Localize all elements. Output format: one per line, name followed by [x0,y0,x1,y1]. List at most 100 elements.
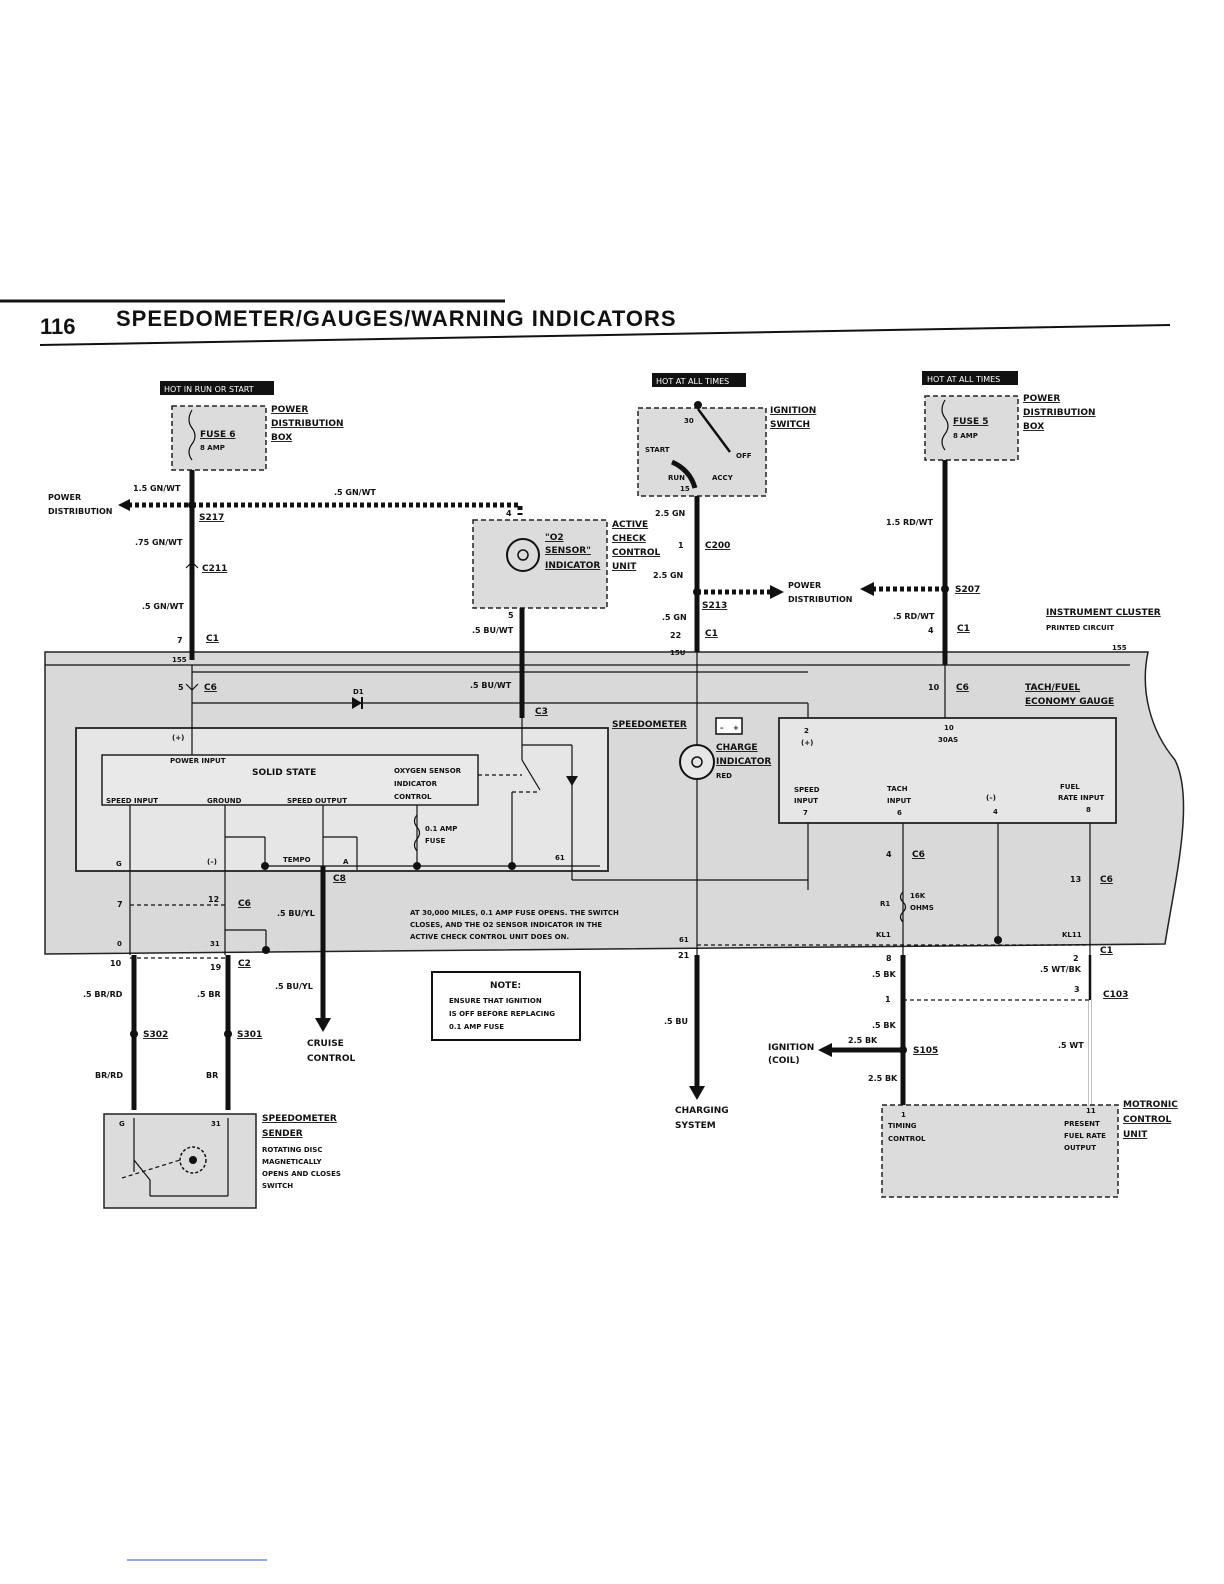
motronic-label-3: UNIT [1123,1130,1148,1140]
conn-s217: S217 [199,513,224,523]
pin-61: 61 [555,854,565,862]
pin-15u: 15U [670,649,686,657]
pin-7-c6: 7 [117,900,123,909]
tach-minus: (–) [986,794,996,802]
battery-icon-minus: – [720,724,724,732]
pin-5-acc: 5 [508,611,514,620]
timing-label-1: TIMING [888,1122,917,1130]
pin-a: A [343,858,349,866]
arrow-power-dist-left [118,499,130,511]
fuse6-label: FUSE 6 [200,430,235,440]
conn-c6-b: C6 [238,899,251,909]
speedo-plus: (+) [172,734,184,742]
wire-label-5rdwt: .5 RD/WT [893,612,935,621]
note-title: NOTE: [490,981,521,991]
present-fuel-1: PRESENT [1064,1120,1100,1128]
tag-hot-all-times-1-text: HOT AT ALL TIMES [656,377,729,386]
ign-label-1: IGNITION [770,406,816,416]
ign-15: 15 [680,485,690,493]
tach-plus: (+) [801,739,813,747]
present-fuel-3: OUTPUT [1064,1144,1096,1152]
note-line-1: ENSURE THAT IGNITION [449,997,542,1005]
wire-to-o2 [192,502,523,515]
ign-coil-label-1: IGNITION [768,1043,814,1053]
wire-label-5bu: .5 BU [664,1017,688,1026]
pdb1-line2: DISTRIBUTION [271,419,344,429]
acc-label-1: ACTIVE [612,520,648,530]
ign-label-2: SWITCH [770,420,810,430]
ignition-switch-box [637,407,767,497]
conn-c1-d: C1 [1100,946,1113,956]
active-check-box [472,519,608,609]
pin-8-c1: 8 [886,954,892,963]
conn-s213: S213 [702,601,727,611]
motronic-label-2: CONTROL [1123,1115,1172,1125]
charge-red: RED [716,772,732,780]
pin-22: 22 [670,631,681,640]
wire-label-15gnwt: 1.5 GN/WT [133,484,181,493]
o2-switch-blade [521,759,541,791]
wire-label-5wt: .5 WT [1058,1041,1084,1050]
conn-c6-e: C6 [1100,875,1113,885]
fuse01-label-2: FUSE [425,837,446,845]
wire-label-5gnwt-top: .5 GN/WT [334,488,376,497]
dot-tach-ground [994,936,1002,944]
pin-7-c1: 7 [177,636,183,645]
kl11-label: KL11 [1062,931,1082,939]
conn-c6-a: C6 [204,683,217,693]
page-title: SPEEDOMETER/GAUGES/WARNING INDICATORS [116,306,677,331]
power-dist-box-2 [924,395,1019,461]
power-dist-left-1: POWER [48,493,81,502]
wire-label-5gnwt: .5 GN/WT [142,602,184,611]
pin-0: 0 [117,940,122,948]
dot-31 [262,946,270,954]
ign-switch-blade [696,408,732,453]
power-dist-mid-2: DISTRIBUTION [788,595,853,604]
fuel-rate-2: RATE INPUT [1058,794,1105,802]
tach-speed-input-2: INPUT [794,797,818,805]
pin-10-c6: 10 [928,683,940,692]
charging-label-2: SYSTEM [675,1121,716,1131]
wire-label-5wtbk: .5 WT/BK [1040,965,1082,974]
diode-d1-label: D1 [353,688,364,696]
page-number: 116 [40,314,76,339]
rotating-disc-hub [189,1156,197,1164]
ign-coil-label-2: (COIL) [768,1056,800,1066]
speedo-sender-box [103,1113,257,1209]
wire-label-5br: .5 BR [197,990,221,999]
pin-3-c103: 3 [1074,985,1080,994]
tach-input-1: TACH [887,785,908,793]
o2-indicator-lamp [506,538,540,572]
pdb2-line3: BOX [1023,422,1044,432]
fuse-01-symbol [413,814,421,852]
cruise-label-2: CONTROL [307,1054,356,1064]
wire-label-5brrd: .5 BR/RD [83,990,123,999]
sender-desc-2: MAGNETICALLY [262,1158,323,1166]
tach-pin-10: 10 [944,724,954,732]
sender-desc-4: SWITCH [262,1182,293,1190]
pin-g: G [116,860,122,868]
solid-state-box [101,754,479,806]
r1-value-2: OHMS [910,904,934,912]
conn-c1-a: C1 [206,634,219,644]
diode-o2 [566,776,578,786]
tach-pin-7: 7 [803,809,808,817]
motronic-pin-11: 11 [1086,1107,1096,1115]
o2-label-2: SENSOR" [545,546,591,556]
ign-run-contact [670,459,698,489]
conn-c6-d: C6 [912,850,925,860]
tach-fuel-box [778,717,1117,824]
charge-lamp-inner [691,756,703,768]
tach-pin-6: 6 [897,809,902,817]
arrow-power-dist-right [770,585,784,599]
wire-label-brrd: BR/RD [95,1071,123,1080]
battery-icon [715,717,743,735]
tag-hot-all-times-2-text: HOT AT ALL TIMES [927,375,1000,384]
wire-label-15rdwt: 1.5 RD/WT [886,518,934,527]
conn-s302: S302 [143,1030,168,1040]
fuse6-symbol [188,409,196,461]
arrow-charging [689,1086,705,1100]
oxy-label-3: CONTROL [394,793,432,801]
sender-label-2: SENDER [262,1129,303,1139]
speedo-minus: (–) [207,858,217,866]
